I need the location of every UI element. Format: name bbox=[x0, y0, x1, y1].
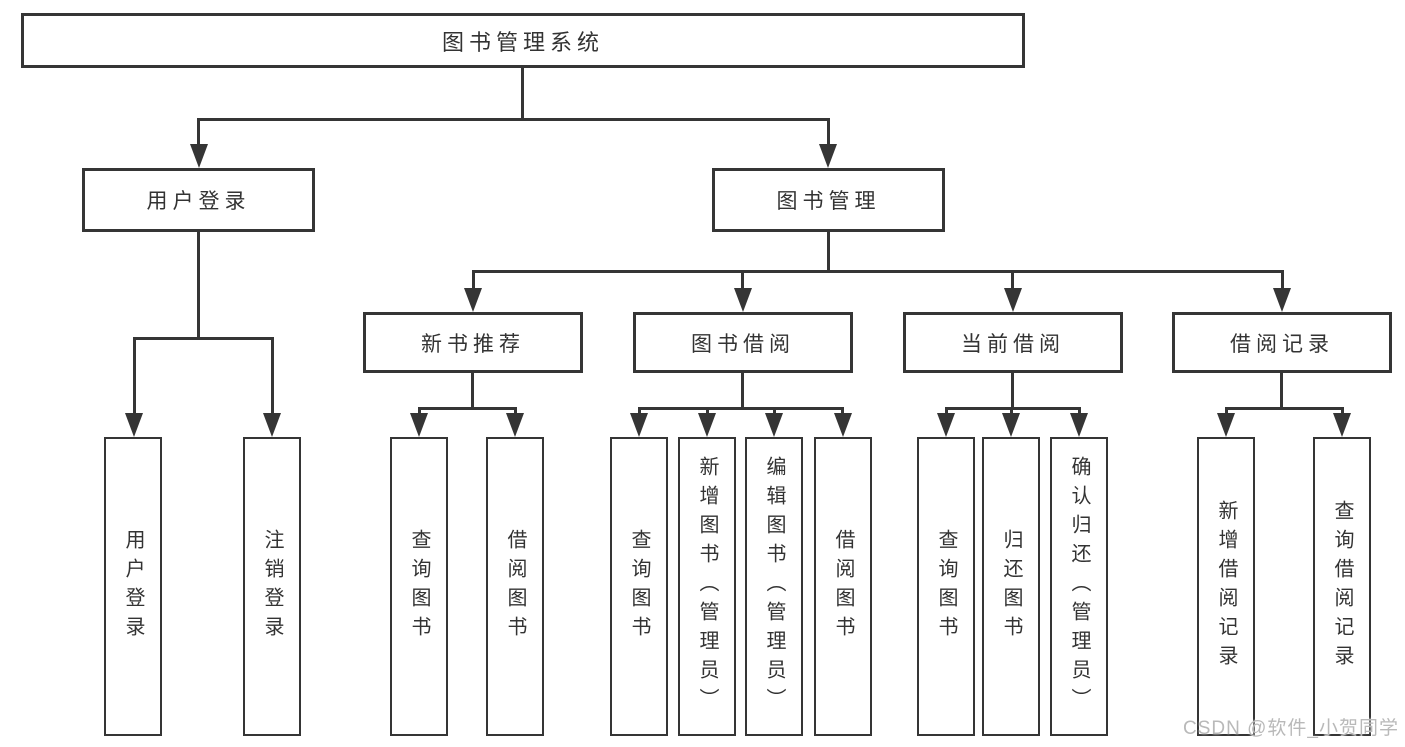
node-label: 图书借阅 bbox=[691, 332, 795, 356]
node-user-login-leaf: 用户登录 bbox=[104, 437, 162, 736]
connector-root-rail bbox=[197, 118, 830, 121]
node-book-borrowing: 图书借阅 bbox=[633, 312, 853, 373]
node-library-management-system: 图书管理系统 bbox=[21, 13, 1025, 68]
node-label: 新增图书（管理员） bbox=[696, 456, 718, 717]
node-query-borrow-record: 查询借阅记录 bbox=[1313, 437, 1371, 736]
arrowhead-borrowing-records bbox=[1273, 288, 1291, 312]
arrowhead-book-management bbox=[819, 144, 837, 168]
node-edit-books-admin: 编辑图书（管理员） bbox=[745, 437, 803, 736]
node-label: 查询借阅记录 bbox=[1331, 499, 1353, 674]
connector-user-login-stem bbox=[197, 232, 200, 337]
node-label: 当前借阅 bbox=[961, 332, 1065, 356]
node-label: 新书推荐 bbox=[421, 332, 525, 356]
node-label: 确认归还（管理员） bbox=[1068, 456, 1090, 717]
node-logout: 注销登录 bbox=[243, 437, 301, 736]
node-label: 用户登录 bbox=[146, 190, 251, 213]
connector-book-borrowing-stem bbox=[741, 373, 744, 408]
node-borrow-books-1: 借阅图书 bbox=[486, 437, 544, 736]
connector-book-management-stem bbox=[827, 232, 830, 270]
node-query-books-3: 查询图书 bbox=[917, 437, 975, 736]
connector-drop-borrow-books-2 bbox=[841, 407, 844, 415]
node-borrow-books-2: 借阅图书 bbox=[814, 437, 872, 736]
connector-drop-edit-books bbox=[773, 407, 776, 415]
connector-drop-query-books-3 bbox=[945, 407, 948, 415]
arrowhead-confirm-return bbox=[1070, 413, 1088, 437]
node-book-management: 图书管理 bbox=[712, 168, 945, 232]
connector-user-login-rail bbox=[133, 337, 274, 340]
arrowhead-query-books-2 bbox=[630, 413, 648, 437]
arrowhead-query-books-3 bbox=[937, 413, 955, 437]
arrowhead-new-book-recommend bbox=[464, 288, 482, 312]
node-label: 归还图书 bbox=[1000, 528, 1022, 645]
arrowhead-borrow-books-1 bbox=[506, 413, 524, 437]
arrowhead-book-borrowing bbox=[734, 288, 752, 312]
node-label: 查询图书 bbox=[408, 528, 430, 645]
node-add-borrow-record: 新增借阅记录 bbox=[1197, 437, 1255, 736]
arrowhead-borrow-books-2 bbox=[834, 413, 852, 437]
node-return-books: 归还图书 bbox=[982, 437, 1040, 736]
node-label: 借阅记录 bbox=[1230, 332, 1334, 356]
node-label: 编辑图书（管理员） bbox=[763, 456, 785, 717]
connector-drop-query-books-2 bbox=[638, 407, 641, 415]
node-current-borrowing: 当前借阅 bbox=[903, 312, 1123, 373]
arrowhead-user-login-leaf bbox=[125, 413, 143, 437]
arrowhead-current-borrowing bbox=[1004, 288, 1022, 312]
connector-new-book-stem bbox=[471, 373, 474, 408]
connector-borrowing-records-rail bbox=[1225, 407, 1344, 410]
node-label: 新增借阅记录 bbox=[1215, 499, 1237, 674]
arrowhead-query-books-1 bbox=[410, 413, 428, 437]
connector-drop-book-borrowing bbox=[741, 270, 744, 289]
arrowhead-add-borrow-record bbox=[1217, 413, 1235, 437]
arrowhead-query-borrow-record bbox=[1333, 413, 1351, 437]
connector-drop-add-borrow-record bbox=[1225, 407, 1228, 415]
connector-book-management-rail bbox=[472, 270, 1284, 273]
node-label: 注销登录 bbox=[261, 528, 283, 645]
connector-drop-user-login bbox=[197, 118, 200, 147]
arrowhead-edit-books bbox=[765, 413, 783, 437]
connector-drop-borrow-books-1 bbox=[514, 407, 517, 415]
connector-new-book-rail bbox=[418, 407, 517, 410]
connector-drop-borrowing-records bbox=[1281, 270, 1284, 289]
node-label: 图书管理 bbox=[776, 190, 881, 213]
arrowhead-user-login bbox=[190, 144, 208, 168]
connector-drop-query-books-1 bbox=[418, 407, 421, 415]
connector-current-borrowing-stem bbox=[1011, 373, 1014, 408]
arrowhead-logout bbox=[263, 413, 281, 437]
connector-drop-logout bbox=[271, 337, 274, 414]
node-confirm-return-admin: 确认归还（管理员） bbox=[1050, 437, 1108, 736]
node-label: 图书管理系统 bbox=[441, 29, 604, 55]
connector-borrowing-records-stem bbox=[1280, 373, 1283, 408]
node-label: 借阅图书 bbox=[832, 528, 854, 645]
arrowhead-return-books bbox=[1002, 413, 1020, 437]
connector-root-stem bbox=[521, 68, 524, 118]
connector-drop-current-borrowing bbox=[1011, 270, 1014, 289]
node-query-books-1: 查询图书 bbox=[390, 437, 448, 736]
connector-drop-confirm-return bbox=[1078, 407, 1081, 415]
node-query-books-2: 查询图书 bbox=[610, 437, 668, 736]
connector-drop-new-book-recommend bbox=[472, 270, 475, 289]
node-label: 用户登录 bbox=[122, 528, 144, 645]
node-borrowing-records: 借阅记录 bbox=[1172, 312, 1392, 373]
node-label: 查询图书 bbox=[628, 528, 650, 645]
connector-book-borrowing-rail bbox=[638, 407, 844, 410]
connector-drop-book-management bbox=[827, 118, 830, 147]
connector-drop-query-borrow-record bbox=[1341, 407, 1344, 415]
arrowhead-add-books bbox=[698, 413, 716, 437]
csdn-watermark: CSDN @软件_小贺同学 bbox=[1183, 718, 1399, 739]
connector-current-borrowing-rail bbox=[945, 407, 1081, 410]
node-label: 借阅图书 bbox=[504, 528, 526, 645]
node-new-book-recommend: 新书推荐 bbox=[363, 312, 583, 373]
node-add-books-admin: 新增图书（管理员） bbox=[678, 437, 736, 736]
connector-drop-return-books bbox=[1010, 407, 1013, 415]
connector-drop-add-books bbox=[706, 407, 709, 415]
node-label: 查询图书 bbox=[935, 528, 957, 645]
node-user-login: 用户登录 bbox=[82, 168, 315, 232]
connector-drop-user-login-leaf bbox=[133, 337, 136, 414]
